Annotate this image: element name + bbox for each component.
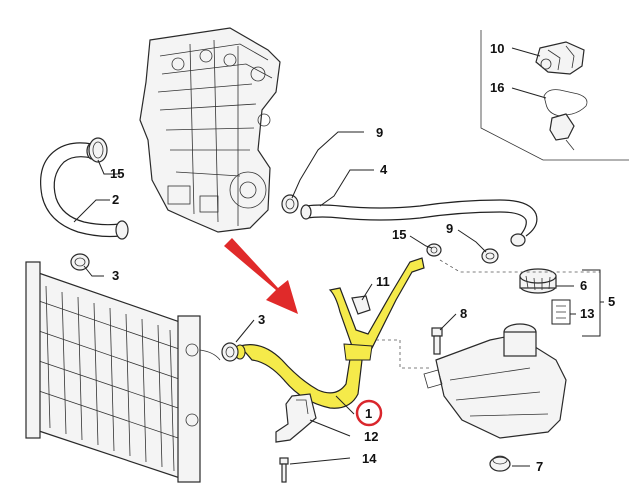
part-15-clamp-left[interactable] xyxy=(88,137,108,163)
part-9-clamp-lower[interactable] xyxy=(481,248,499,264)
callout-12[interactable]: 12 xyxy=(364,429,378,444)
pointer-arrow xyxy=(224,238,298,314)
callout-1[interactable]: 1 xyxy=(365,406,372,421)
part-3-clamp-upper[interactable] xyxy=(70,253,90,271)
part-12-bracket[interactable] xyxy=(275,393,317,443)
engine-block xyxy=(139,27,281,233)
callout-15-left[interactable]: 15 xyxy=(110,166,124,181)
guide-lines xyxy=(376,259,600,369)
callout-8[interactable]: 8 xyxy=(460,306,467,321)
callout-10[interactable]: 10 xyxy=(490,41,504,56)
callout-11[interactable]: 11 xyxy=(376,274,390,289)
callout-16[interactable]: 16 xyxy=(490,80,504,95)
part-10-connector[interactable] xyxy=(535,41,585,75)
callout-5[interactable]: 5 xyxy=(608,294,615,309)
part-9-clamp-upper[interactable] xyxy=(281,194,299,214)
callout-9-upper[interactable]: 9 xyxy=(376,125,383,140)
callout-3-upper[interactable]: 3 xyxy=(112,268,119,283)
callout-6[interactable]: 6 xyxy=(580,278,587,293)
callout-7[interactable]: 7 xyxy=(536,459,543,474)
part-1-coolant-hose-highlighted[interactable] xyxy=(234,257,425,409)
callout-13[interactable]: 13 xyxy=(580,306,594,321)
callout-9-lower[interactable]: 9 xyxy=(446,221,453,236)
part-7-grommet[interactable] xyxy=(489,455,511,472)
inset-frame xyxy=(480,30,629,161)
part-2-upper-hose[interactable] xyxy=(40,142,129,240)
part-13-label-tag[interactable] xyxy=(551,299,571,325)
leader-lines xyxy=(73,47,604,467)
part-16-harness[interactable] xyxy=(543,89,588,151)
group-bracket-5 xyxy=(582,269,601,337)
part-11-clip[interactable] xyxy=(351,295,371,315)
part-15-clamp-middle[interactable] xyxy=(426,243,442,257)
radiator xyxy=(25,261,221,483)
part-3-clamp-lower[interactable] xyxy=(221,342,239,362)
part-6-tank-cap[interactable] xyxy=(519,268,557,294)
callout-4[interactable]: 4 xyxy=(380,162,388,177)
callout-labels: 10 16 9 4 15 2 3 15 9 11 6 5 8 13 3 1 12… xyxy=(110,41,615,474)
part-14-bolt[interactable] xyxy=(279,457,289,483)
callout-2[interactable]: 2 xyxy=(112,192,119,207)
selected-part-ring xyxy=(355,399,383,427)
part-4-long-hose[interactable] xyxy=(300,199,538,247)
expansion-tank xyxy=(423,323,567,439)
callout-3-lower[interactable]: 3 xyxy=(258,312,265,327)
part-8-bolt[interactable] xyxy=(431,327,443,355)
callout-14[interactable]: 14 xyxy=(362,451,377,466)
callout-15-middle[interactable]: 15 xyxy=(392,227,406,242)
